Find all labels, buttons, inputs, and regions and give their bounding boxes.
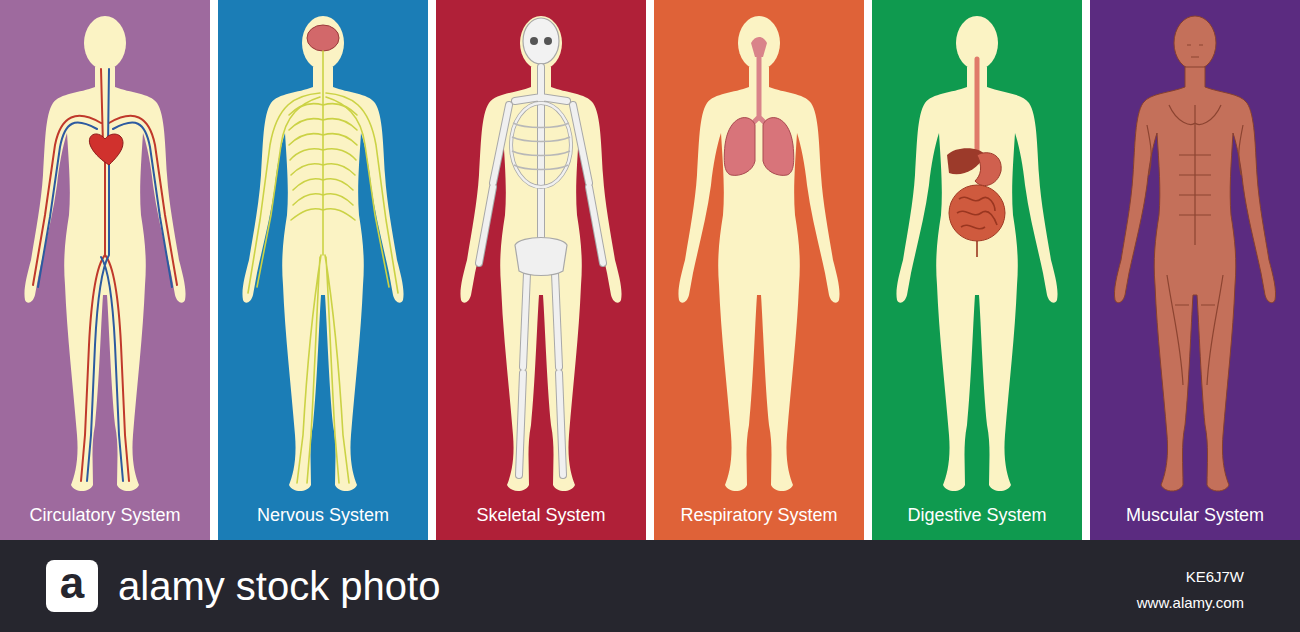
system-label: Circulatory System bbox=[0, 505, 210, 526]
system-panel: Digestive System bbox=[872, 0, 1082, 540]
logo-mark: a bbox=[46, 560, 98, 612]
brand-name: alamy stock photo bbox=[118, 562, 440, 610]
image-id: KE6J7W bbox=[1186, 568, 1244, 585]
system-label: Respiratory System bbox=[654, 505, 864, 526]
system-panel: Respiratory System bbox=[654, 0, 864, 540]
system-label: Muscular System bbox=[1090, 505, 1300, 526]
system-panel: Muscular System bbox=[1090, 0, 1300, 540]
system-label: Skeletal System bbox=[436, 505, 646, 526]
system-panel: Circulatory System bbox=[0, 0, 210, 540]
system-label: Nervous System bbox=[218, 505, 428, 526]
system-panel: Nervous System bbox=[218, 0, 428, 540]
system-label: Digestive System bbox=[872, 505, 1082, 526]
website: www.alamy.com bbox=[1137, 594, 1244, 611]
system-panel: Skeletal System bbox=[436, 0, 646, 540]
